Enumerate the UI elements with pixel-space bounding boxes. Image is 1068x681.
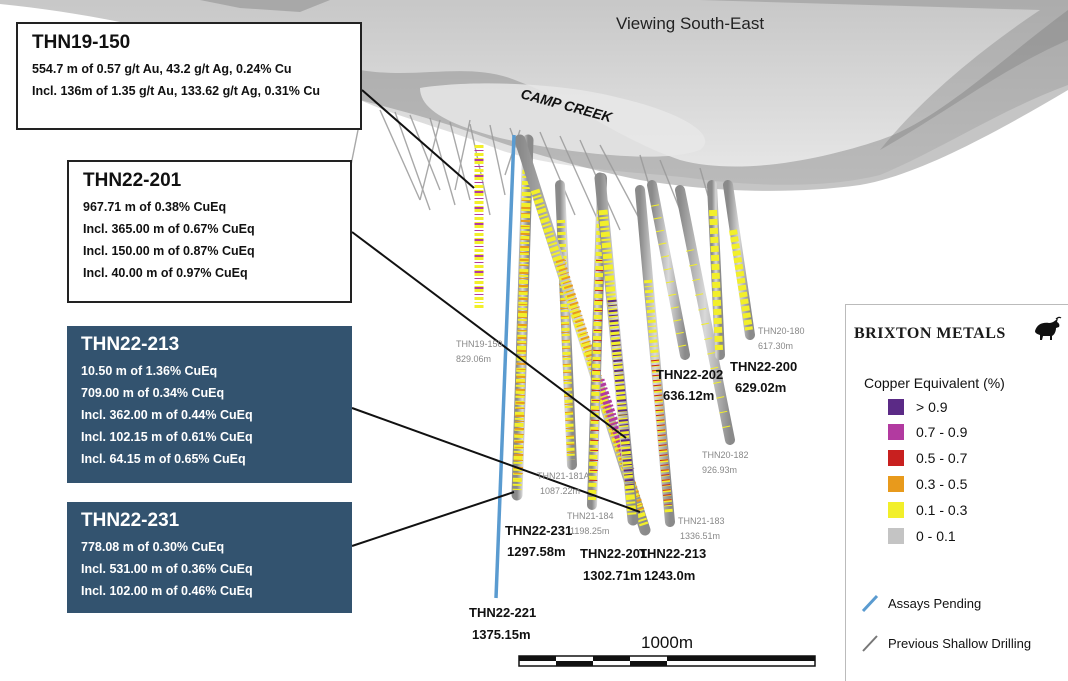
- callout-line: Incl. 150.00 m of 0.87% CuEq: [83, 244, 255, 258]
- legend-line-item: Assays Pending: [860, 593, 981, 613]
- blue-line-icon: [861, 594, 879, 613]
- callout-line: Incl. 136m of 1.35 g/t Au, 133.62 g/t Ag…: [32, 84, 321, 98]
- legend-swatch: [888, 399, 904, 415]
- hole-depth-label: 829.06m: [456, 354, 491, 364]
- hole-depth-label: 1375.15m: [472, 627, 531, 642]
- hole-name-label: THN22-213: [639, 546, 706, 561]
- drill-hole-thn21-181a: [555, 180, 577, 470]
- hole-name-label: THN20-182: [702, 450, 749, 460]
- scale-bar: [518, 655, 816, 667]
- legend-swatch: [888, 450, 904, 466]
- callout-title: THN22-231: [81, 510, 180, 531]
- hole-depth-label: 1198.25m: [570, 526, 609, 536]
- hole-labels: THN19-150 829.06m THN20-180 617.30m THN2…: [456, 326, 805, 642]
- drill-hole-thn22-200: [707, 180, 725, 360]
- legend-item: 0.3 - 0.5: [888, 475, 967, 493]
- callout-thn22-213: THN22-213 10.50 m of 1.36% CuEq 709.00 m…: [67, 326, 352, 483]
- drill-hole-thn22-221: [494, 134, 516, 599]
- hole-name-label: THN20-180: [758, 326, 805, 336]
- hole-name-label: THN22-221: [469, 605, 536, 620]
- callout-title: THN22-213: [81, 334, 180, 355]
- legend-label: 0 - 0.1: [916, 528, 956, 544]
- hole-name-label: THN21-184: [567, 511, 614, 521]
- legend-panel: BRIXTON METALS Copper Equivalent (%) > 0…: [845, 304, 1068, 681]
- hole-name-label: THN22-202: [656, 367, 723, 382]
- legend-item: 0.5 - 0.7: [888, 449, 967, 467]
- hole-depth-label: 636.12m: [663, 388, 714, 403]
- legend-line-label: Previous Shallow Drilling: [888, 635, 1032, 651]
- legend-swatch: [888, 424, 904, 440]
- hole-name-label: THN19-150: [456, 339, 503, 349]
- drill-hole-thn22-202: [647, 180, 690, 360]
- callout-line: Incl. 64.15 m of 0.65% CuEq: [81, 452, 246, 466]
- brand-logo-text: BRIXTON METALS: [854, 325, 1006, 342]
- callout-line: Incl. 362.00 m of 0.44% CuEq: [81, 408, 253, 422]
- legend-item: > 0.9: [888, 398, 948, 416]
- hole-depth-label: 1302.71m: [583, 568, 642, 583]
- legend-swatch: [888, 528, 904, 544]
- drill-hole-thn20-182: [675, 185, 735, 445]
- callout-title: THN19-150: [32, 32, 131, 53]
- legend-line-label: Assays Pending: [888, 595, 982, 611]
- legend-swatch: [888, 476, 904, 492]
- bull-logo-icon: [1035, 316, 1062, 340]
- hole-depth-label: 1297.58m: [507, 544, 566, 559]
- legend-item: 0.7 - 0.9: [888, 423, 967, 441]
- hole-depth-label: 629.02m: [735, 380, 786, 395]
- viewing-direction-label: Viewing South-East: [616, 14, 765, 33]
- hole-name-label: THN22-201: [580, 546, 647, 561]
- legend-label: 0.7 - 0.9: [916, 424, 968, 440]
- callout-line: 709.00 m of 0.34% CuEq: [81, 386, 225, 400]
- callout-line: Incl. 365.00 m of 0.67% CuEq: [83, 222, 255, 236]
- hole-depth-label: 1243.0m: [644, 568, 695, 583]
- callout-line: Incl. 40.00 m of 0.97% CuEq: [83, 266, 248, 280]
- legend-line-item: Previous Shallow Drilling: [860, 633, 1031, 653]
- callout-thn22-201: THN22-201 967.71 m of 0.38% CuEq Incl. 3…: [67, 160, 352, 303]
- drill-hole-thn20-180: [723, 180, 755, 340]
- hole-name-label: THN22-200: [730, 359, 797, 374]
- hole-depth-label: 1087.22m: [540, 486, 580, 496]
- legend-label: 0.1 - 0.3: [916, 502, 968, 518]
- legend-label: 0.5 - 0.7: [916, 450, 968, 466]
- callout-line: Incl. 102.15 m of 0.61% CuEq: [81, 430, 253, 444]
- callout-leader-lines: [351, 89, 641, 547]
- drill-holes: [473, 114, 755, 599]
- grey-line-icon: [862, 635, 878, 652]
- scale-bar-label: 1000m: [641, 633, 693, 652]
- callout-line: Incl. 102.00 m of 0.46% CuEq: [81, 584, 253, 598]
- drill-hole-thn22-231: [511, 134, 534, 501]
- hole-depth-label: 617.30m: [758, 341, 793, 351]
- legend-title: Copper Equivalent (%): [864, 375, 1005, 391]
- legend-label: > 0.9: [916, 399, 948, 415]
- callout-line: Incl. 531.00 m of 0.36% CuEq: [81, 562, 253, 576]
- hole-name-label: THN21-181A: [537, 471, 590, 481]
- callout-line: 10.50 m of 1.36% CuEq: [81, 364, 218, 378]
- legend-label: 0.3 - 0.5: [916, 476, 968, 492]
- legend-item: 0.1 - 0.3: [888, 501, 967, 519]
- legend-swatch: [888, 502, 904, 518]
- callout-thn19-150: THN19-150 554.7 m of 0.57 g/t Au, 43.2 g…: [16, 22, 362, 130]
- hole-depth-label: 1336.51m: [680, 531, 720, 541]
- legend-item: 0 - 0.1: [888, 527, 956, 545]
- drill-hole-thn22-213: [594, 172, 639, 526]
- hole-name-label: THN22-231: [505, 523, 572, 538]
- hole-name-label: THN21-183: [678, 516, 725, 526]
- hole-depth-label: 926.93m: [702, 465, 737, 475]
- callout-thn22-231: THN22-231 778.08 m of 0.30% CuEq Incl. 5…: [67, 502, 352, 613]
- callout-line: 554.7 m of 0.57 g/t Au, 43.2 g/t Ag, 0.2…: [32, 62, 292, 76]
- callout-title: THN22-201: [83, 170, 182, 191]
- drill-hole-thn21-183: [635, 185, 675, 527]
- callout-line: 967.71 m of 0.38% CuEq: [83, 200, 227, 214]
- callout-line: 778.08 m of 0.30% CuEq: [81, 540, 225, 554]
